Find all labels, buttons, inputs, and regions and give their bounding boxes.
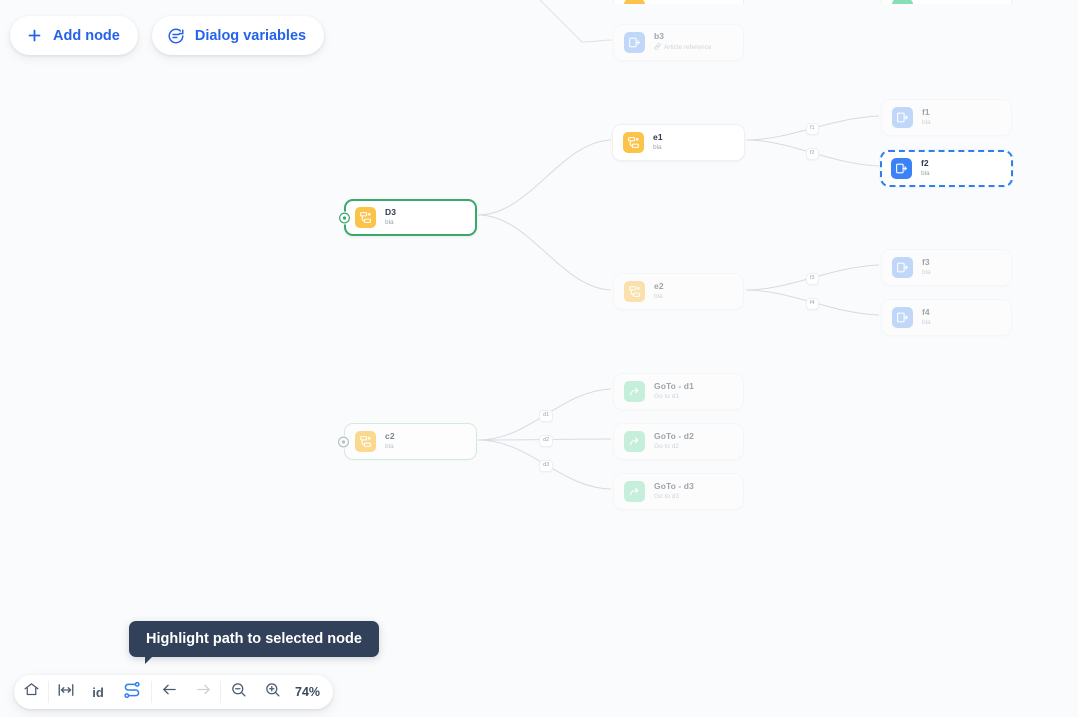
home-button[interactable]	[14, 675, 48, 709]
zoom-in-icon	[264, 681, 281, 703]
node-source-handle[interactable]	[338, 211, 351, 224]
toggle-id-button[interactable]: id	[83, 675, 113, 709]
node-title: e1	[653, 132, 663, 143]
toggle-id-label: id	[92, 684, 104, 700]
logout-icon	[891, 158, 912, 179]
link-icon	[654, 43, 661, 53]
toolbar-group-zoom: 74%	[221, 675, 333, 709]
branch-icon	[355, 431, 376, 452]
fit-width-icon	[57, 681, 75, 704]
node-subtitle: bla	[653, 143, 662, 151]
chat-bubble-icon	[166, 26, 186, 46]
navigate-back-button[interactable]	[152, 675, 186, 709]
arrow-left-icon	[161, 681, 178, 703]
node-D3[interactable]: D3 bla	[338, 199, 477, 236]
branch-icon	[623, 132, 644, 153]
node-f3[interactable]: f3 bla	[881, 249, 1012, 286]
edge-label-d3[interactable]: d3	[539, 460, 554, 472]
zoom-out-button[interactable]	[221, 675, 255, 709]
tooltip: Highlight path to selected node	[129, 621, 379, 664]
highlight-path-button[interactable]	[113, 675, 151, 709]
node-title: f4	[922, 307, 930, 318]
canvas-toolbar: id	[14, 675, 334, 709]
edge-label-f1[interactable]: f1	[806, 123, 819, 135]
add-node-label: Add node	[53, 27, 120, 44]
logout-icon	[892, 257, 913, 278]
goto-icon	[892, 0, 913, 4]
path-route-icon	[122, 680, 142, 705]
edge-label-d2[interactable]: d2	[539, 435, 554, 447]
node-subtitle: bla	[385, 218, 394, 226]
node-subtitle: bla	[922, 318, 931, 326]
arrow-right-icon	[195, 681, 212, 703]
goto-icon	[624, 381, 645, 402]
plus-icon	[24, 26, 44, 46]
logout-icon	[892, 107, 913, 128]
node-subtitle-row: Article reference	[654, 43, 711, 53]
node-title: f1	[922, 107, 930, 118]
logout-icon	[892, 307, 913, 328]
node-title: GoTo - d2	[654, 431, 694, 442]
node-title: f3	[922, 257, 930, 268]
node-title: GoTo - d1	[654, 381, 694, 392]
node-e2[interactable]: e2 bla	[613, 273, 744, 310]
zoom-level-label[interactable]: 74%	[295, 685, 321, 699]
dialog-variables-button[interactable]: Dialog variables	[151, 16, 325, 55]
node-subtitle: bla	[921, 169, 930, 177]
partial-node-top-green[interactable]	[881, 0, 1012, 4]
toolbar-group-history	[152, 675, 220, 709]
node-goto-d3[interactable]: GoTo - d3 Go to d3	[613, 473, 744, 510]
node-subtitle: bla	[922, 268, 931, 276]
node-title: e2	[654, 281, 664, 292]
node-f4[interactable]: f4 bla	[881, 299, 1012, 336]
toolbar-group-view: id	[49, 675, 151, 709]
navigate-forward-button[interactable]	[186, 675, 220, 709]
node-title: f2	[921, 158, 929, 169]
node-f2[interactable]: f2 bla	[880, 150, 1013, 187]
node-source-handle[interactable]	[337, 435, 350, 448]
node-title: GoTo - d3	[654, 481, 694, 492]
toolbar-divider	[48, 681, 49, 703]
edge-label-d1[interactable]: d1	[539, 410, 554, 422]
fit-to-width-button[interactable]	[49, 675, 83, 709]
home-icon	[23, 681, 40, 703]
add-node-button[interactable]: Add node	[10, 16, 138, 55]
node-goto-d1[interactable]: GoTo - d1 Go to d1	[613, 373, 744, 410]
node-title: c2	[385, 431, 395, 442]
node-b3[interactable]: b3 Article reference	[613, 24, 744, 61]
branch-icon	[355, 207, 376, 228]
toolbar-divider	[151, 681, 152, 703]
node-e1[interactable]: e1 bla	[612, 124, 745, 161]
goto-icon	[624, 481, 645, 502]
node-c2[interactable]: c2 bla	[337, 423, 477, 460]
partial-node-top-amber[interactable]	[613, 0, 744, 4]
branch-icon	[624, 281, 645, 302]
branch-icon	[624, 0, 645, 4]
node-subtitle: Article reference	[664, 43, 712, 51]
zoom-out-icon	[230, 681, 247, 703]
node-title: b3	[654, 31, 665, 42]
toolbar-group-home	[14, 675, 48, 709]
node-subtitle: bla	[385, 442, 394, 450]
node-title: D3	[385, 207, 397, 218]
toolbar-divider	[220, 681, 221, 703]
node-goto-d2[interactable]: GoTo - d2 Go to d2	[613, 423, 744, 460]
node-subtitle: bla	[922, 118, 931, 126]
edge-label-f3[interactable]: f3	[806, 273, 819, 285]
node-f1[interactable]: f1 bla	[881, 99, 1012, 136]
edge-label-f2[interactable]: f2	[806, 148, 819, 160]
node-subtitle: Go to d3	[654, 492, 679, 500]
branch-icon	[624, 32, 645, 53]
node-subtitle: Go to d2	[654, 442, 679, 450]
dialog-variables-label: Dialog variables	[194, 27, 307, 44]
node-subtitle: Go to d1	[654, 392, 679, 400]
node-subtitle: bla	[654, 292, 663, 300]
top-action-bar: Add node Dialog variables	[10, 16, 325, 55]
zoom-in-button[interactable]	[255, 675, 289, 709]
edge-label-f4[interactable]: f4	[806, 298, 819, 310]
goto-icon	[624, 431, 645, 452]
